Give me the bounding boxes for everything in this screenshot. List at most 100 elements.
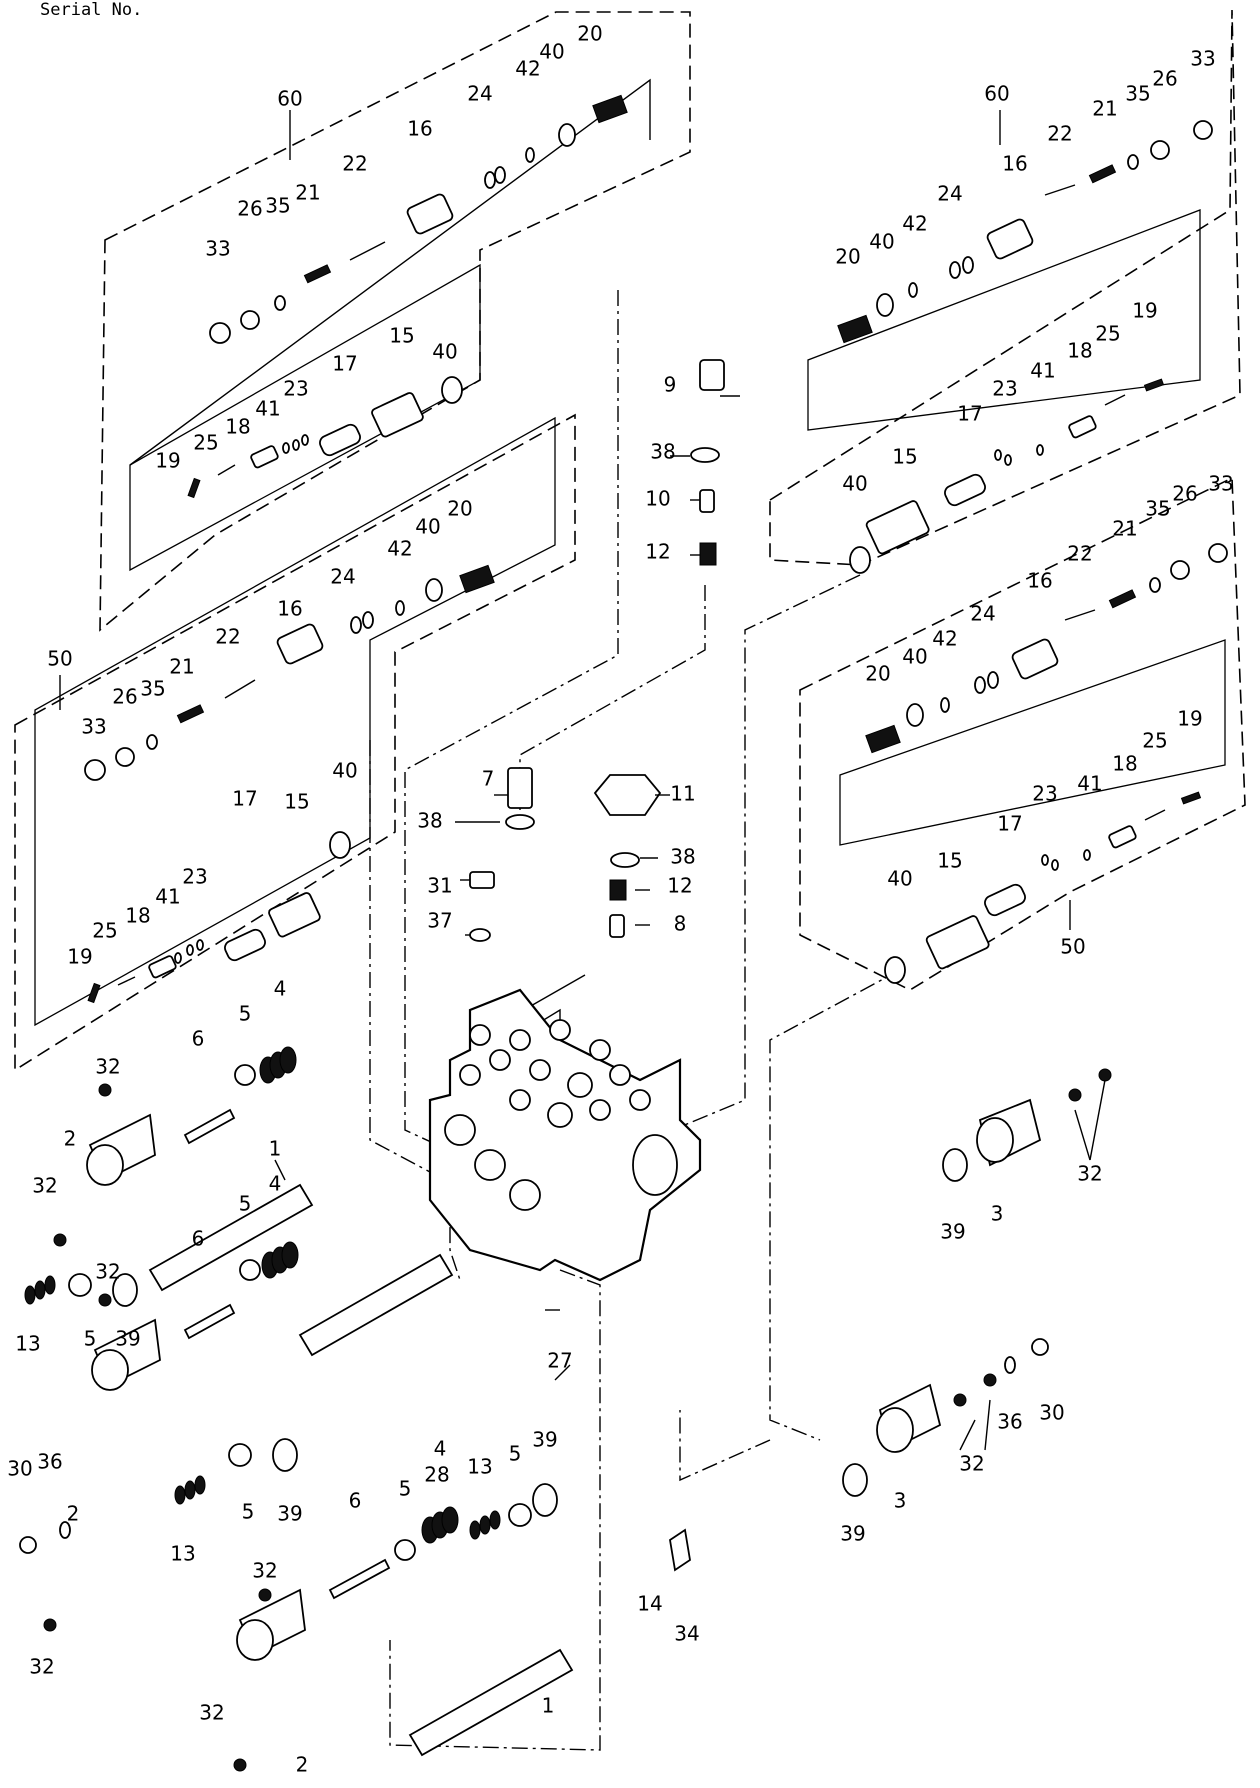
label-part-39: 39 (940, 1220, 965, 1244)
label-part-5: 5 (84, 1327, 97, 1351)
label-part-40: 40 (842, 472, 867, 496)
label-part-13: 13 (467, 1455, 492, 1479)
label-part-18: 18 (125, 904, 150, 928)
label-part-40: 40 (887, 867, 912, 891)
label-part-38: 38 (417, 809, 442, 833)
label-part-20: 20 (577, 22, 602, 46)
label-part-34: 34 (674, 1622, 699, 1646)
label-part-36: 36 (37, 1450, 62, 1474)
label-part-17: 17 (997, 812, 1022, 836)
label-part-18: 18 (225, 415, 250, 439)
label-part-30: 30 (7, 1457, 32, 1481)
label-part-22: 22 (1047, 122, 1072, 146)
label-part-40: 40 (415, 515, 440, 539)
label-part-13: 13 (170, 1542, 195, 1566)
label-part-20: 20 (865, 662, 890, 686)
label-part-22: 22 (342, 152, 367, 176)
label-part-33: 33 (81, 715, 106, 739)
label-part-3: 3 (894, 1489, 907, 1513)
label-part-32: 32 (1077, 1162, 1102, 1186)
label-part-40: 40 (869, 230, 894, 254)
label-part-21: 21 (169, 655, 194, 679)
label-part-38: 38 (650, 440, 675, 464)
label-part-6: 6 (192, 1227, 205, 1251)
label-part-39: 39 (840, 1522, 865, 1546)
label-part-32: 32 (199, 1701, 224, 1725)
label-part-25: 25 (193, 431, 218, 455)
label-part-19: 19 (1177, 707, 1202, 731)
label-part-24: 24 (937, 182, 962, 206)
label-part-2: 2 (67, 1502, 80, 1526)
label-part-15: 15 (389, 324, 414, 348)
label-part-20: 20 (835, 245, 860, 269)
label-part-42: 42 (515, 57, 540, 81)
label-group-50: 50 (1060, 935, 1085, 959)
label-part-19: 19 (155, 449, 180, 473)
label-part-9: 9 (664, 373, 677, 397)
label-part-42: 42 (387, 537, 412, 561)
label-part-15: 15 (284, 790, 309, 814)
label-part-40: 40 (332, 759, 357, 783)
label-group-60: 60 (984, 82, 1009, 106)
label-part-20: 20 (447, 497, 472, 521)
group-60-right-outline (769, 9, 1241, 566)
label-part-41: 41 (155, 885, 180, 909)
label-part-5: 5 (509, 1442, 522, 1466)
label-part-25: 25 (92, 919, 117, 943)
label-group-60: 60 (277, 87, 302, 111)
label-part-11: 11 (670, 782, 695, 806)
left-spool-assemblies (19, 1046, 574, 1772)
relief-valve-parts (84, 94, 1228, 1004)
label-part-6: 6 (349, 1489, 362, 1513)
label-part-28: 28 (424, 1463, 449, 1487)
label-part-40: 40 (539, 40, 564, 64)
label-part-2: 2 (296, 1753, 309, 1777)
label-part-23: 23 (182, 865, 207, 889)
label-part-30: 30 (1039, 1401, 1064, 1425)
label-part-5: 5 (399, 1477, 412, 1501)
label-part-4: 4 (269, 1172, 282, 1196)
label-part-41: 41 (1077, 772, 1102, 796)
label-part-14: 14 (637, 1592, 662, 1616)
label-part-8: 8 (674, 912, 687, 936)
label-part-24: 24 (330, 565, 355, 589)
label-part-40: 40 (902, 645, 927, 669)
label-part-26: 26 (112, 685, 137, 709)
label-part-23: 23 (992, 377, 1017, 401)
label-part-35: 35 (140, 677, 165, 701)
label-part-26: 26 (1152, 67, 1177, 91)
label-part-38: 38 (670, 845, 695, 869)
label-part-18: 18 (1112, 752, 1137, 776)
label-part-26: 26 (237, 197, 262, 221)
label-part-19: 19 (1132, 299, 1157, 323)
label-part-23: 23 (283, 377, 308, 401)
label-part-17: 17 (332, 352, 357, 376)
label-part-16: 16 (1027, 569, 1052, 593)
label-part-23: 23 (1032, 782, 1057, 806)
label-part-4: 4 (274, 977, 287, 1001)
label-part-33: 33 (1208, 472, 1233, 496)
label-part-39: 39 (277, 1502, 302, 1526)
label-part-25: 25 (1142, 729, 1167, 753)
label-part-16: 16 (277, 597, 302, 621)
label-part-5: 5 (239, 1002, 252, 1026)
label-part-26: 26 (1172, 482, 1197, 506)
label-part-3: 3 (991, 1202, 1004, 1226)
label-part-16: 15 (937, 849, 962, 873)
label-part-42: 42 (902, 212, 927, 236)
label-part-32: 32 (29, 1655, 54, 1679)
label-part-24: 24 (467, 82, 492, 106)
serial-number-header: Serial No. (40, 0, 143, 20)
label-part-36: 36 (997, 1410, 1022, 1434)
label-part-41: 41 (255, 397, 280, 421)
label-part-31: 31 (427, 874, 452, 898)
valve-body (428, 988, 702, 1282)
label-part-32: 32 (95, 1260, 120, 1284)
part-number-labels: 60 60 50 50 1 1 2 2 2 3 3 4 4 4 5 5 5 5 … (7, 22, 1233, 1777)
label-part-35: 35 (265, 194, 290, 218)
label-part-7: 7 (482, 767, 495, 791)
group-50-right-outline (799, 476, 1246, 991)
label-part-16: 16 (1002, 152, 1027, 176)
label-part-35: 35 (1145, 497, 1170, 521)
label-part-18: 18 (1067, 339, 1092, 363)
